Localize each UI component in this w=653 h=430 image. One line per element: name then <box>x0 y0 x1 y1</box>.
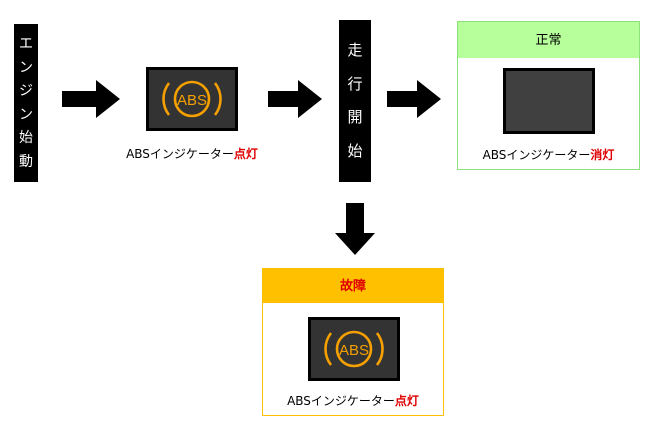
engine-start-char: エ <box>19 36 33 53</box>
abs-indicator-text: ABS <box>177 92 207 109</box>
fault-header: 故障 <box>263 269 443 303</box>
caption-prefix: ABSインジケーター <box>482 148 591 162</box>
drive-start-char: 始 <box>347 142 363 161</box>
drive-start-label: 走 行 開 始 <box>339 20 371 182</box>
caption-state-lit: 点灯 <box>233 147 258 161</box>
normal-result-box: 正常 ABSインジケーター消灯 <box>457 21 640 170</box>
engine-start-char: ン <box>19 59 33 76</box>
normal-header: 正常 <box>458 22 639 58</box>
down-arrow-icon <box>335 203 375 255</box>
right-arrow-icon <box>62 80 120 118</box>
abs-warning-icon: ABS <box>162 80 222 118</box>
engine-start-label: エ ン ジ ン 始 動 <box>14 24 38 182</box>
abs-indicator-text: ABS <box>339 342 369 359</box>
right-arrow-icon <box>268 80 322 118</box>
caption-state-fault: 点灯 <box>394 394 419 408</box>
engine-start-char: 動 <box>19 153 33 170</box>
abs-indicator-panel-fault: ABS <box>308 317 400 381</box>
caption-state-off: 消灯 <box>590 148 615 162</box>
caption-prefix: ABSインジケーター <box>126 147 234 161</box>
abs-caption-off: ABSインジケーター消灯 <box>458 147 639 163</box>
normal-header-text: 正常 <box>535 32 562 48</box>
abs-caption-lit: ABSインジケーター点灯 <box>100 146 284 162</box>
abs-indicator-panel-off <box>503 68 595 134</box>
drive-start-char: 走 <box>347 40 363 59</box>
fault-header-text: 故障 <box>339 278 366 294</box>
drive-start-char: 行 <box>347 74 363 93</box>
caption-prefix: ABSインジケーター <box>287 394 395 408</box>
right-arrow-icon <box>387 80 441 118</box>
engine-start-char: 始 <box>19 130 33 147</box>
engine-start-char: ン <box>19 106 33 123</box>
drive-start-char: 開 <box>347 108 363 127</box>
abs-warning-icon: ABS <box>324 330 384 368</box>
engine-start-char: ジ <box>19 83 33 100</box>
abs-indicator-panel-lit: ABS <box>146 67 238 131</box>
fault-result-box: 故障 ABS ABSインジケーター点灯 <box>262 268 444 416</box>
abs-caption-fault: ABSインジケーター点灯 <box>263 393 443 409</box>
